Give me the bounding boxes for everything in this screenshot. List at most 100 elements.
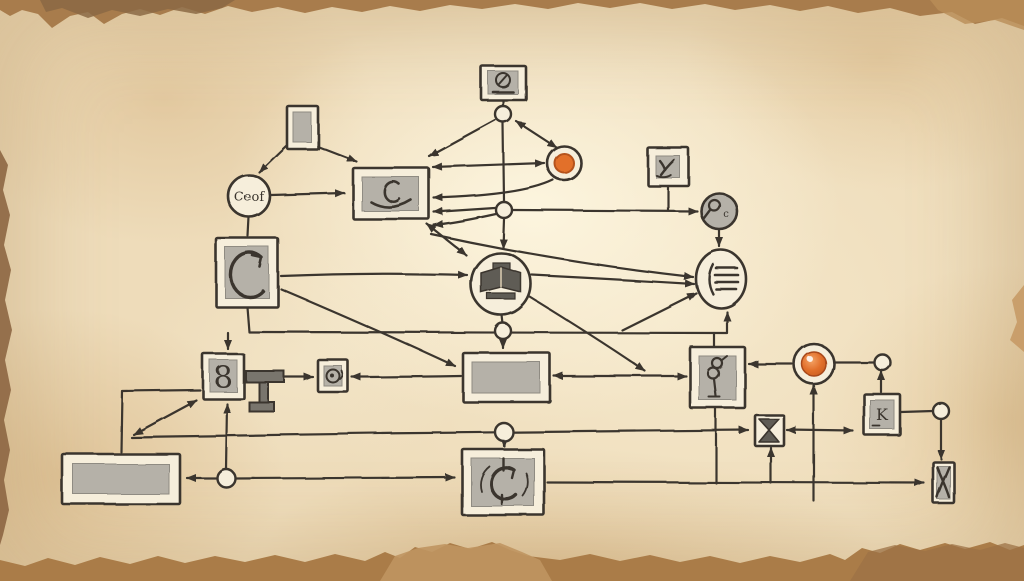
torn-edge-top-dark: [40, 0, 235, 18]
node-ceof-circle: Ceof: [226, 173, 272, 219]
node-k-circle: [931, 401, 951, 421]
edge-main-to-rellipse: [429, 232, 695, 280]
node-mid-circle: [493, 421, 515, 443]
x-glyph-icon: [935, 465, 951, 499]
figure-box-fill: [698, 355, 737, 401]
gauge-icon: [491, 72, 515, 94]
node-bottom-left-box: [60, 452, 182, 506]
edge-ellipse-to-rellipse: [530, 273, 696, 288]
edge-junction-to-magnifier: [511, 206, 699, 215]
edge-junction-to-main-b: [432, 212, 498, 228]
edge-long-mid-line: [129, 426, 750, 439]
eight-box-fill: [209, 359, 238, 393]
torn-edge-right-nick: [1010, 285, 1024, 352]
node-big-box: [461, 351, 552, 404]
edge-loop-to-bigbox: [279, 287, 457, 368]
edge-doc-to-ceof: [257, 144, 288, 174]
k-circle-shape: [931, 401, 951, 421]
edge-ceof-to-main: [269, 189, 346, 198]
edge-loop-bottom-line: [245, 305, 731, 335]
ellipse-circle-shape: [493, 321, 513, 341]
edge-hourglass-kbox: [785, 426, 855, 435]
edge-junction-to-main-a: [432, 206, 497, 216]
books-icon: [480, 262, 522, 300]
node-right-ellipse: [694, 248, 748, 310]
doc-small-fill: [292, 111, 312, 143]
ball-circle-shape: [872, 352, 892, 372]
edge-kbox-to-kcircle: [899, 409, 935, 414]
edge-main-orange: [431, 159, 546, 171]
orange-ball-sphere-icon: [801, 351, 827, 377]
top-circle-shape: [493, 104, 513, 124]
node-main-box: [351, 166, 431, 221]
big-box-fill: [471, 361, 541, 394]
node-loop2-box: [460, 447, 546, 517]
edge-doc-to-main: [315, 144, 358, 163]
edge-main-ellipse-diag: [425, 222, 468, 257]
node-top-circle: [493, 104, 513, 124]
node-doc-small: [285, 104, 320, 151]
node-orange-ball: [792, 342, 836, 386]
svg-text:c: c: [723, 209, 729, 220]
c-smile-icon: [369, 180, 413, 209]
k-box-fill: [869, 399, 895, 430]
edge-leftcircle-to-loop2: [233, 473, 456, 482]
node-loop-box: [214, 236, 280, 309]
connector-lines: [119, 98, 945, 503]
magnifier-circle-shape: [699, 191, 739, 231]
list-icon: [707, 262, 740, 296]
node-ibeam: [245, 370, 285, 412]
node-at-box: [316, 358, 350, 394]
node-left-circle: [215, 467, 237, 489]
edge-orange-to-main-low: [432, 178, 555, 202]
refresh-icon: [479, 456, 529, 506]
edge-eight-corner-line: [119, 388, 202, 454]
ceof-circle-label: Ceof: [234, 190, 265, 205]
edge-junction-to-ellipse: [499, 217, 508, 250]
edge-up-to-rellipse: [620, 291, 698, 332]
node-gauge-box: [479, 64, 528, 102]
junction-circle-shape: [494, 200, 514, 220]
node-magnifier-circle: c: [699, 191, 739, 231]
edge-double-diag: [131, 398, 198, 436]
k-box-label: K: [876, 405, 889, 424]
node-orange-node: [545, 144, 583, 182]
hourglass-icon: [758, 418, 780, 443]
figure-icon: [706, 355, 728, 398]
ceof-circle-shape: [226, 173, 272, 219]
torn-edge-top: [0, 0, 1024, 28]
mid-circle-shape: [493, 421, 515, 443]
edge-loop-to-ellipse: [279, 270, 469, 279]
node-center-ellipse: [469, 251, 533, 317]
gauge-box-fill: [487, 70, 519, 95]
magnifier-icon: c: [702, 198, 729, 220]
eight-box-label: 8: [214, 361, 233, 396]
left-circle-shape: [215, 467, 237, 489]
node-ellipse-circle: [493, 321, 513, 341]
node-junction-circle: [494, 200, 514, 220]
edge-bigbox-to-atbox: [350, 372, 463, 381]
torn-edge-top-right: [930, 0, 1024, 30]
edge-leftcircle-up-eight: [222, 402, 231, 471]
edge-topcircle-orange: [514, 119, 558, 149]
edge-topcircle-vertical: [501, 121, 506, 203]
node-k-box: K: [862, 392, 902, 437]
torn-edge-left: [0, 150, 12, 545]
torn-edge-bottom-right: [850, 543, 1024, 581]
node-figure-box: [688, 345, 747, 410]
c-loop-icon: [229, 251, 265, 299]
at-icon: [325, 368, 344, 384]
node-ball-circle: [872, 352, 892, 372]
torn-edge-bottom-light: [380, 543, 552, 581]
right-ellipse-shape: [694, 248, 748, 310]
edge-ceof-to-loop: [246, 215, 251, 238]
orange-core-icon: [553, 152, 575, 174]
node-hourglass-box: [753, 413, 786, 448]
diagram-nodes: Ceof c 8K: [60, 64, 956, 517]
node-y-box: [646, 146, 691, 188]
edge-topcircle-to-main: [427, 118, 497, 158]
y-glyph-icon: [656, 158, 676, 179]
node-eight-box: 8: [201, 352, 246, 401]
